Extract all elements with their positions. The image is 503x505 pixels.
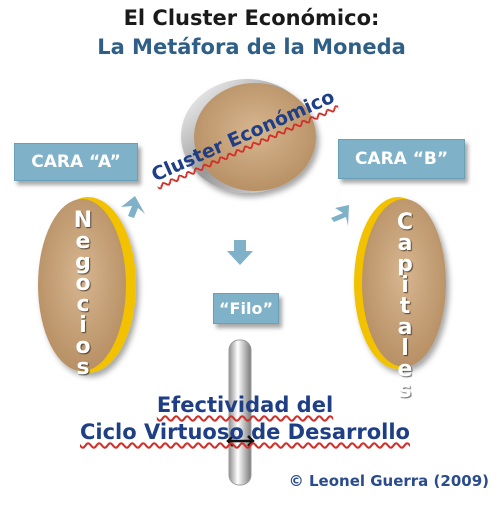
coin-letter: g <box>75 250 91 275</box>
coin-letter: e <box>75 229 91 254</box>
coin-letter: C <box>396 210 414 235</box>
coin-letter: o <box>75 271 91 296</box>
title-line2: La Metáfora de la Moneda <box>97 35 406 59</box>
coin-edge <box>226 339 255 486</box>
coin-letter: a <box>397 315 413 340</box>
right-coin <box>354 197 446 369</box>
coin-letter: s <box>76 355 90 380</box>
arrow-down <box>227 240 253 265</box>
result-line1: Efectividad del <box>0 393 490 417</box>
result-line2: Ciclo Virtuoso de Desarrollo <box>0 420 490 444</box>
left-coin-face <box>38 199 126 371</box>
coin-letter: o <box>75 334 91 359</box>
coin-letter: i <box>79 313 87 338</box>
coin-letter: a <box>397 231 413 256</box>
copyright: © Leonel Guerra (2009) <box>288 472 489 490</box>
left-coin <box>38 197 136 373</box>
center-coin-face <box>194 83 316 191</box>
center-coin <box>181 79 316 193</box>
coin-letter: N <box>73 208 93 233</box>
result-line1-text: Efectividad del <box>156 393 334 417</box>
result-line2-text: Ciclo Virtuoso de Desarrollo <box>80 420 410 444</box>
edge-label: “Filo” <box>213 293 279 324</box>
arrow-to-side-b <box>331 205 349 226</box>
right-coin-face <box>362 199 446 367</box>
arrow-to-side-a <box>121 196 145 218</box>
coin-letter: e <box>397 357 413 382</box>
coin-letter: c <box>76 292 90 317</box>
side-a-label: CARA “A” <box>14 143 138 181</box>
coin-letter: p <box>397 252 413 277</box>
coin-letter: l <box>401 336 409 361</box>
coin-letter: i <box>401 273 409 298</box>
title-line1: El Cluster Económico: <box>123 6 380 30</box>
coin-letter: s <box>398 378 412 403</box>
coin-letter: t <box>399 294 411 319</box>
side-b-label: CARA “B” <box>338 139 465 179</box>
